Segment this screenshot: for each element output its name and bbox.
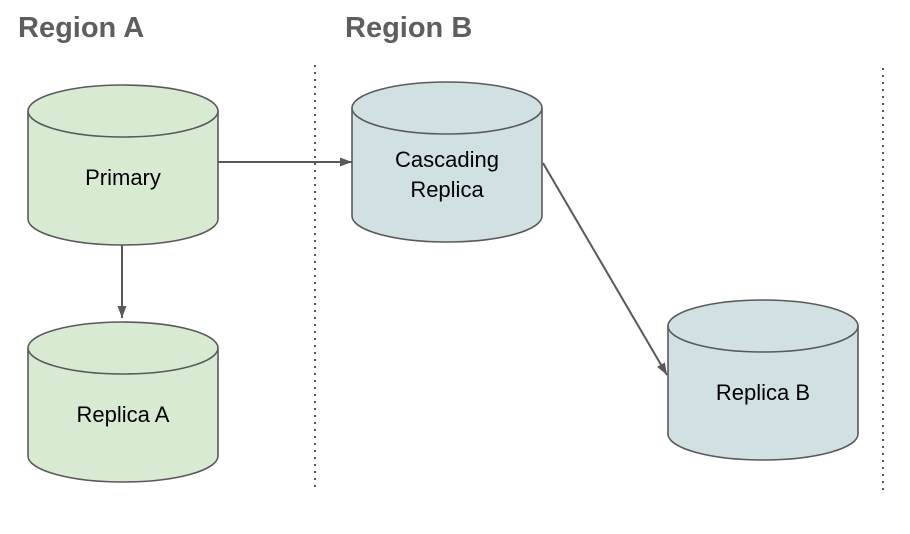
database-cylinder-icon bbox=[351, 81, 543, 243]
node-replica-b-label: Replica B bbox=[715, 380, 811, 405]
edge-cascading-replica-to-replica-b bbox=[542, 162, 668, 376]
node-replica-a: Replica A bbox=[27, 321, 219, 483]
node-primary: Primary bbox=[27, 84, 219, 246]
node-replica-a-label: Replica A bbox=[76, 402, 170, 427]
region-b-title: Region B bbox=[345, 12, 473, 44]
database-cylinder-icon bbox=[27, 321, 219, 483]
database-cylinder-icon bbox=[27, 84, 219, 246]
node-cascading-replica-label: Cascading Replica bbox=[395, 147, 499, 202]
database-cylinder-icon bbox=[667, 299, 859, 461]
node-replica-b: Replica B bbox=[667, 299, 859, 461]
node-cascading-replica: Cascading Replica bbox=[351, 81, 543, 243]
node-primary-label: Primary bbox=[85, 165, 161, 190]
region-a-title: Region A bbox=[18, 12, 145, 44]
